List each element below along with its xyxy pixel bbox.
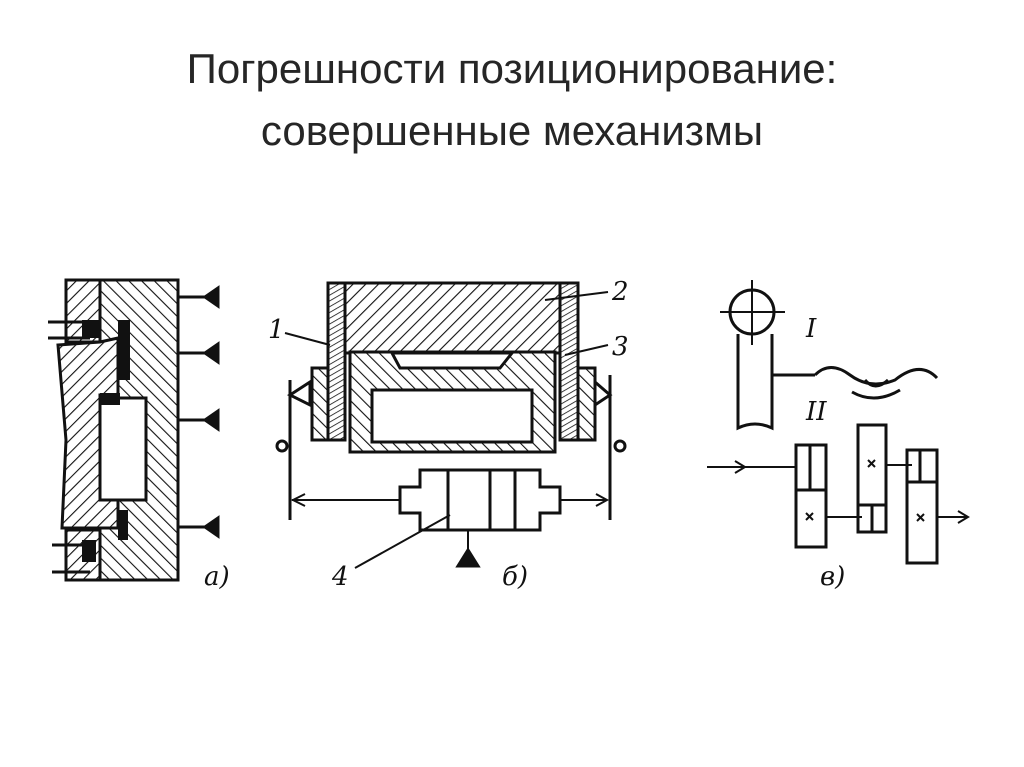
slide-title: Погрешности позиционирование: совершенны… — [0, 38, 1024, 162]
panel-b-drawing — [275, 281, 627, 569]
title-line-2: совершенные механизмы — [260, 107, 764, 154]
scheme-label-2: II — [805, 397, 827, 427]
part-label-1: 1 — [268, 315, 285, 345]
part-label-4: 4 — [331, 562, 349, 592]
panel-c-label: в) — [820, 562, 845, 592]
scheme-label-1: I — [805, 314, 817, 344]
panel-b-label: б) — [502, 562, 528, 592]
part-label-2: 2 — [611, 277, 629, 307]
panel-a-drawing — [48, 278, 220, 582]
panel-c-drawing — [707, 280, 970, 565]
panel-a-label: а) — [204, 562, 230, 592]
part-label-3: 3 — [612, 332, 629, 362]
support-markers — [178, 285, 220, 539]
title-line-1: Погрешности позиционирование: — [186, 45, 838, 92]
